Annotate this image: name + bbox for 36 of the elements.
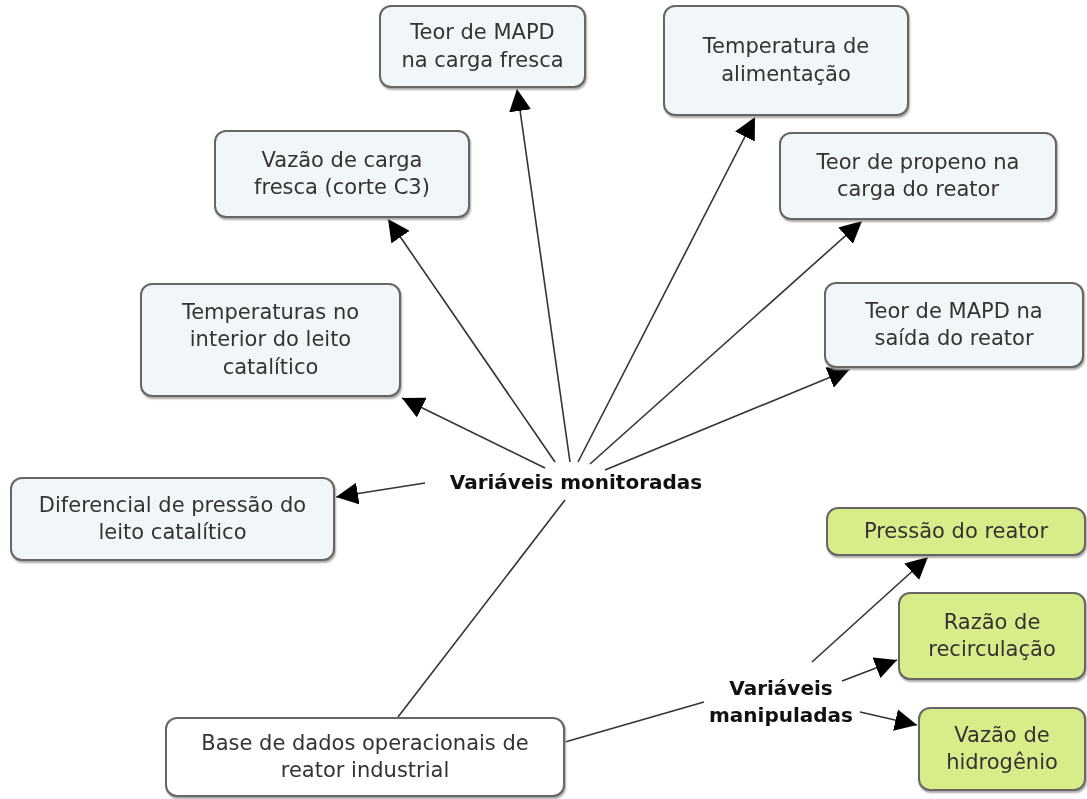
monitored-variable-box <box>140 283 401 397</box>
connector-line <box>397 499 566 718</box>
database-box <box>165 717 565 797</box>
node-text: Vazão de carga fresca (corte C3) <box>253 146 431 201</box>
arrow <box>401 397 546 469</box>
arrow <box>859 709 918 731</box>
category-label: Variáveis monitoradas <box>449 468 703 496</box>
monitored-variable-box <box>779 132 1057 220</box>
monitored-variable-box <box>10 477 335 561</box>
node-text: Teor de MAPD na carga fresca <box>400 19 565 74</box>
monitored-variable-box <box>214 130 470 218</box>
category-label: Variáveis manipuladas <box>707 675 855 729</box>
arrow <box>841 657 898 682</box>
arrow <box>604 367 851 471</box>
node-text: Teor de MAPD na saída do reator <box>864 297 1044 352</box>
arrow <box>589 220 863 465</box>
monitored-variable-box <box>379 5 586 88</box>
manipulated-variable-box <box>826 507 1086 556</box>
node-text: Base de dados operacionais de reator industrial <box>200 729 530 784</box>
manipulated-variable-box <box>918 707 1086 791</box>
node-text: Razão de recirculação <box>927 608 1057 663</box>
node-text: Pressão do reator <box>863 517 1049 545</box>
arrow <box>577 116 756 463</box>
arrow <box>811 556 929 663</box>
monitored-variable-box <box>663 5 909 116</box>
monitored-variable-box <box>824 282 1084 368</box>
node-text: Temperaturas no interior do leito catalítico <box>180 299 361 381</box>
arrow <box>387 218 556 463</box>
arrow <box>335 482 426 505</box>
manipulated-variable-box <box>898 592 1086 680</box>
node-text: Vazão de hidrogênio <box>945 721 1059 776</box>
node-text: Temperatura de alimentação <box>701 33 871 88</box>
node-text: Teor de propeno na carga do reator <box>815 148 1021 203</box>
arrow <box>509 88 571 463</box>
node-text: Diferencial de pressão do leito catalítico <box>37 491 308 546</box>
connector-line <box>564 701 705 743</box>
